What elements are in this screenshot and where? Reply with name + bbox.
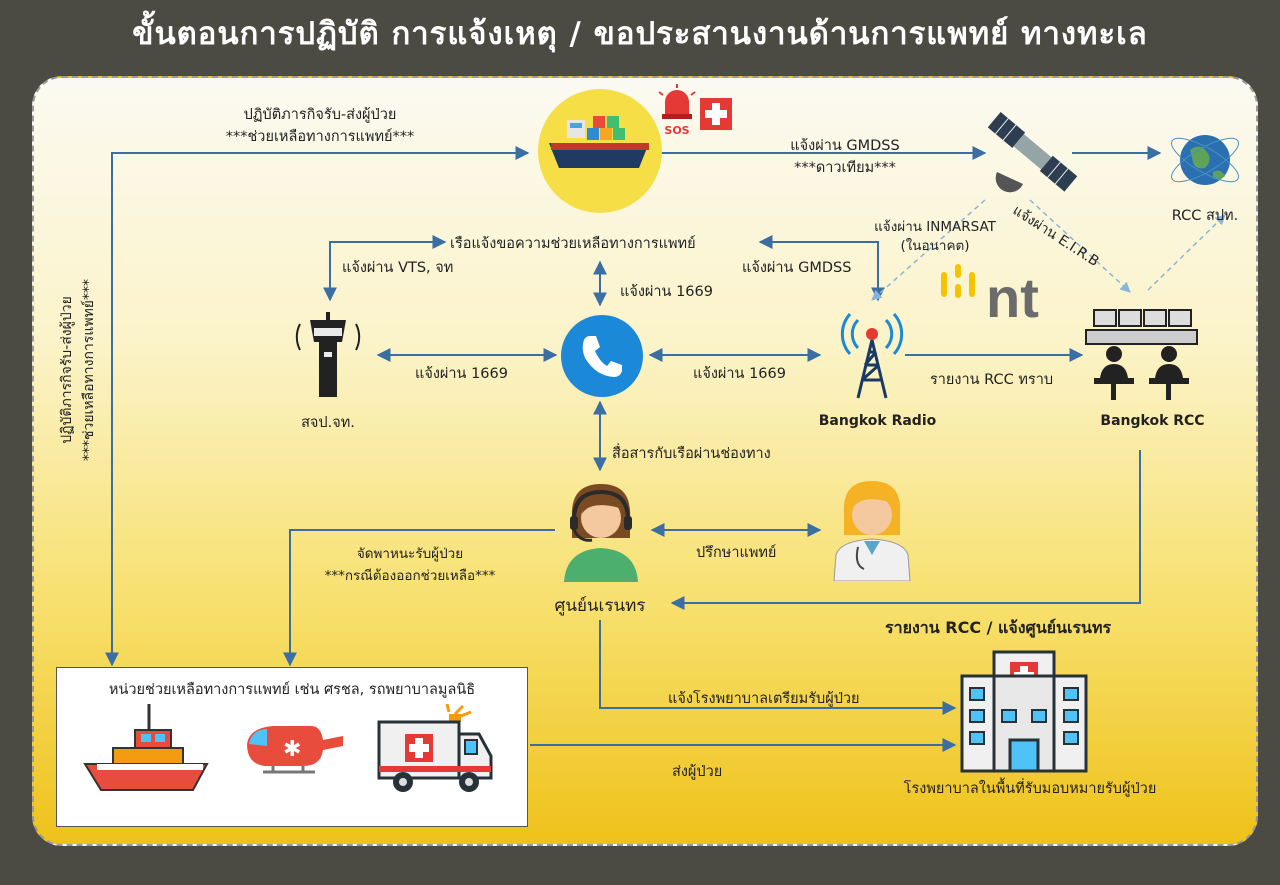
inmarsat-label-2: (ในอนาคต) bbox=[900, 238, 970, 254]
comm-ship-label: สื่อสารกับเรือผ่านช่องทาง bbox=[612, 446, 771, 462]
doctor-icon bbox=[833, 481, 911, 582]
vts-label: แจ้งผ่าน VTS, จท bbox=[342, 260, 454, 276]
arrow-request-left bbox=[323, 235, 447, 302]
patrol-label-1: ปฏิบัติภารกิจรับ-ส่งผู้ป่วย bbox=[243, 107, 397, 123]
sos-text: SOS bbox=[664, 124, 690, 137]
units-title: หน่วยช่วยเหลือทางการแพทย์ เช่น ศรชล, รถพ… bbox=[108, 682, 476, 698]
satellite-node bbox=[985, 112, 1080, 197]
ship-node bbox=[537, 88, 663, 214]
arrow-rcc-center bbox=[670, 450, 1141, 610]
vertical-label-1: ปฏิบัติภารกิจรับ-ส่งผู้ป่วย bbox=[59, 296, 75, 444]
page-title: ขั้นตอนการปฏิบัติ การแจ้งเหตุ / ขอประสาน… bbox=[132, 16, 1148, 52]
vertical-patrol-label: ปฏิบัติภารกิจรับ-ส่งผู้ป่วย ***ช่วยเหลือ… bbox=[56, 279, 100, 461]
sos-alarm: SOS bbox=[657, 84, 697, 137]
nt-logo: nt bbox=[938, 262, 1058, 337]
gmdss-sat-label-2: ***ดาวเทียม*** bbox=[794, 160, 896, 176]
hospital-node bbox=[958, 648, 1090, 773]
bangkok-radio-label: Bangkok Radio bbox=[818, 413, 937, 429]
call-1669-left-label: แจ้งผ่าน 1669 bbox=[415, 366, 508, 382]
svg-text:✱: ✱ bbox=[283, 737, 301, 762]
arrow-center-hospital bbox=[599, 620, 957, 715]
rescue-boat-icon bbox=[83, 704, 209, 791]
tower-label: สจป.จท. bbox=[301, 415, 355, 431]
narenthorn-label: ศูนย์นเรนทร bbox=[554, 596, 646, 616]
patrol-label-2: ***ช่วยเหลือทางการแพทย์*** bbox=[225, 129, 415, 145]
arrange-label-2: ***กรณีต้องออกช่วยเหลือ*** bbox=[324, 568, 496, 584]
ship-request-label: เรือแจ้งขอความช่วยเหลือทางการแพทย์ bbox=[450, 236, 696, 252]
globe-icon bbox=[1171, 135, 1239, 185]
satellite-icon bbox=[987, 112, 1078, 193]
earth-node bbox=[1165, 120, 1245, 200]
send-patient-label: ส่งผู้ป่วย bbox=[672, 764, 723, 780]
medical-units-box: หน่วยช่วยเหลือทางการแพทย์ เช่น ศรชล, รถพ… bbox=[56, 667, 528, 827]
control-room-icon bbox=[1085, 309, 1198, 400]
arrow-units-to-ship bbox=[111, 146, 530, 665]
dashed-inmarsat bbox=[871, 199, 986, 301]
hospital-icon bbox=[960, 650, 1088, 773]
helicopter-icon: ✱ bbox=[247, 726, 343, 774]
report-rcc-center-label: รายงาน RCC / แจ้งศูนย์นเรนทร bbox=[885, 618, 1112, 637]
siren-icon bbox=[658, 84, 696, 119]
radio-tower-icon bbox=[840, 313, 904, 399]
arrow-center-units bbox=[283, 529, 555, 667]
consult-doctor-label: ปรึกษาแพทย์ bbox=[696, 545, 777, 561]
call-1669-top-label: แจ้งผ่าน 1669 bbox=[620, 284, 713, 300]
call-1669-right-label: แจ้งผ่าน 1669 bbox=[693, 366, 786, 382]
inmarsat-label-1: แจ้งผ่าน INMARSAT bbox=[874, 219, 996, 235]
arrange-label-1: จัดพาหนะรับผู้ป่วย bbox=[356, 546, 464, 562]
gmdss-label: แจ้งผ่าน GMDSS bbox=[742, 260, 852, 276]
doctor-node bbox=[832, 475, 912, 582]
vertical-label-2: ***ช่วยเหลือทางการแพทย์*** bbox=[81, 278, 97, 462]
nt-bars-icon bbox=[941, 264, 975, 298]
rcc-node bbox=[1084, 308, 1199, 403]
medical-cross bbox=[700, 98, 732, 130]
hospital-label: โรงพยาบาลในพื้นที่รับมอบหมายรับผู้ป่วย bbox=[903, 781, 1157, 797]
operator-node bbox=[560, 478, 642, 582]
notify-hospital-label: แจ้งโรงพยาบาลเตรียมรับผู้ป่วย bbox=[668, 691, 860, 707]
gmdss-sat-label-1: แจ้งผ่าน GMDSS bbox=[790, 138, 900, 154]
red-cross-icon bbox=[700, 98, 732, 130]
radio-node bbox=[840, 310, 904, 402]
phone-icon bbox=[561, 315, 643, 397]
nt-logo-text: nt bbox=[986, 266, 1039, 329]
arrow-request-right bbox=[758, 235, 885, 302]
operator-icon bbox=[564, 484, 638, 582]
rcc-thailand-label: RCC สปท. bbox=[1171, 208, 1239, 224]
phone-node bbox=[560, 314, 644, 398]
dashed-eirb bbox=[1029, 199, 1131, 293]
report-rcc-label: รายงาน RCC ทราบ bbox=[930, 372, 1054, 388]
ship-icon bbox=[538, 89, 662, 213]
bangkok-rcc-label: Bangkok RCC bbox=[1100, 413, 1205, 429]
control-tower-icon bbox=[295, 312, 361, 397]
ambulance-icon bbox=[377, 704, 493, 792]
tower-node bbox=[288, 312, 368, 402]
